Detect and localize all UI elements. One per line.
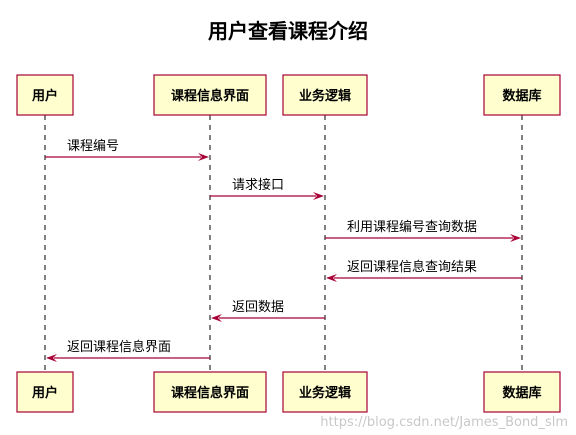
- participant-logic-bottom: 业务逻辑: [282, 371, 368, 413]
- message-label: 课程编号: [67, 139, 119, 154]
- message-label: 请求接口: [232, 177, 284, 193]
- participant-label: 课程信息界面: [171, 385, 249, 401]
- message-2: 请求接口: [210, 177, 324, 200]
- message-label: 返回课程信息查询结果: [347, 259, 477, 275]
- participant-logic-top: 业务逻辑: [282, 74, 368, 116]
- participant-label: 用户: [31, 385, 58, 401]
- message-1: 课程编号: [45, 139, 209, 161]
- participant-label: 用户: [31, 88, 58, 104]
- participant-box: [153, 371, 267, 413]
- message-arrow-head: [510, 234, 521, 242]
- message-label: 利用课程编号查询数据: [347, 220, 477, 235]
- participant-db-bottom: 数据库: [483, 371, 561, 413]
- participant-label: 业务逻辑: [299, 385, 351, 401]
- message-arrow-head: [211, 314, 222, 322]
- message-arrow-head: [326, 274, 337, 282]
- participant-box: [16, 371, 74, 413]
- message-6: 返回课程信息界面: [46, 339, 210, 362]
- watermark: https://blog.csdn.net/James_Bond_slm: [320, 415, 568, 430]
- message-arrow-head: [198, 153, 209, 161]
- participant-box: [483, 74, 561, 116]
- participant-db-top: 数据库: [483, 74, 561, 116]
- message-3: 利用课程编号查询数据: [325, 220, 521, 242]
- participant-course_page-bottom: 课程信息界面: [153, 371, 267, 413]
- message-label: 返回数据: [232, 300, 284, 315]
- participant-course_page-top: 课程信息界面: [153, 74, 267, 116]
- participant-label: 业务逻辑: [299, 88, 351, 104]
- lifelines: [44, 115, 523, 372]
- participant-user-top: 用户: [16, 74, 74, 116]
- message-label: 返回课程信息界面: [67, 339, 171, 355]
- participant-user-bottom: 用户: [16, 371, 74, 413]
- participant-label: 课程信息界面: [171, 88, 249, 104]
- participant-label: 数据库: [502, 385, 541, 401]
- participant-box: [282, 74, 368, 116]
- participant-box: [16, 74, 74, 116]
- message-arrow-head: [46, 354, 57, 362]
- message-arrow-head: [313, 192, 324, 200]
- participant-box: [153, 74, 267, 116]
- message-4: 返回课程信息查询结果: [326, 259, 522, 282]
- participant-box: [483, 371, 561, 413]
- diagram-title: 用户查看课程介绍: [208, 19, 368, 43]
- participant-label: 数据库: [502, 88, 541, 104]
- message-5: 返回数据: [211, 300, 325, 322]
- participant-box: [282, 371, 368, 413]
